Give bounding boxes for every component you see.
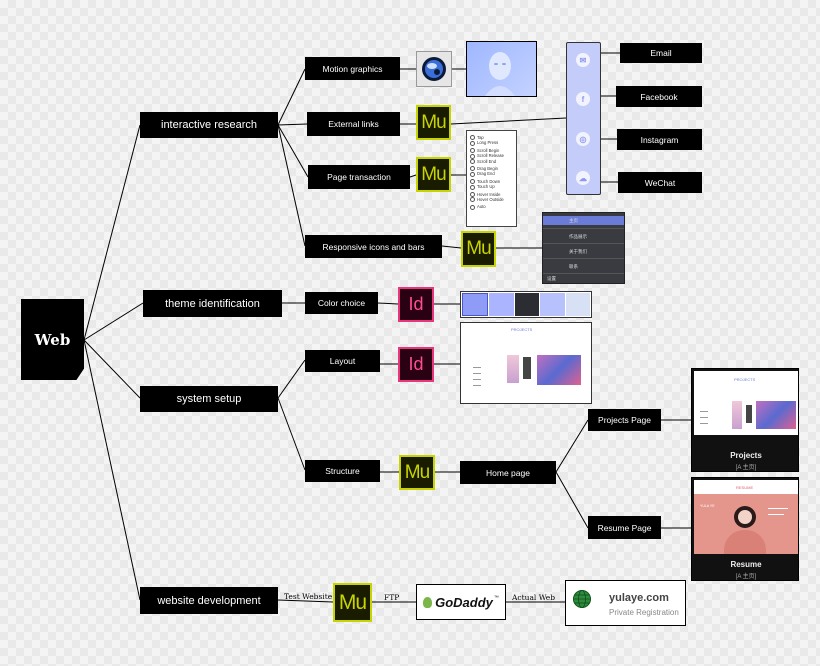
- external-links-node[interactable]: External links: [307, 112, 400, 136]
- social-icon-strip: ✉ f ◎ ☁: [566, 42, 601, 195]
- trigger-item[interactable]: Scroll Begin: [470, 148, 513, 153]
- indesign-icon: Id: [398, 287, 434, 322]
- palette-swatch: [540, 293, 565, 316]
- resume-page-preview: RESUME YULA YE Resume [A 主页]: [691, 477, 799, 581]
- palette-swatch: [565, 293, 591, 316]
- trigger-item[interactable]: Touch Down: [470, 179, 513, 184]
- projects-page-preview: PROJECTS Projects [A 主页]: [691, 368, 799, 472]
- branch-system-setup[interactable]: system setup: [140, 386, 278, 412]
- projects-preview-header: PROJECTS: [734, 377, 756, 382]
- palette-swatch: [514, 293, 540, 316]
- domain-registration: Private Registration: [609, 608, 679, 617]
- resume-preview-title: Resume: [730, 560, 762, 569]
- muse-icon: Mu: [416, 157, 451, 192]
- projects-page-node[interactable]: Projects Page: [588, 409, 661, 431]
- facebook-icon[interactable]: f: [576, 92, 590, 106]
- resume-preview-subtitle: [A 主页]: [735, 574, 757, 580]
- projects-preview-subtitle: [A 主页]: [735, 465, 757, 471]
- nav-menu-item[interactable]: 设置: [547, 276, 556, 281]
- trigger-item[interactable]: Auto: [470, 204, 513, 209]
- nav-menu-item[interactable]: 联系: [569, 264, 578, 269]
- globe-icon: [573, 590, 591, 608]
- edge-root-setup: [83, 339, 141, 399]
- motion-graphics-node[interactable]: Motion graphics: [305, 57, 400, 80]
- resume-preview-header: RESUME: [736, 485, 754, 490]
- trigger-item[interactable]: Drag End: [470, 171, 513, 176]
- resume-preview-name: YULA YE: [700, 504, 715, 508]
- trigger-item[interactable]: Long Press: [470, 140, 513, 145]
- wechat-icon[interactable]: ☁: [576, 171, 590, 185]
- actual-web-label: Actual Web: [512, 593, 556, 602]
- palette-swatch: [462, 293, 489, 316]
- nav-menu-preview: 主页 作品展示 关于我们 联系 设置: [542, 212, 625, 284]
- projects-preview-title: Projects: [730, 451, 762, 460]
- muse-icon: Mu: [416, 105, 451, 140]
- test-website-label: Test Website: [284, 592, 333, 601]
- trigger-list-panel: Tap Long Press Scroll Begin Scroll Relea…: [466, 130, 517, 227]
- layout-preview: PROJECTS: [460, 322, 592, 404]
- indesign-icon: Id: [398, 347, 434, 382]
- email-node[interactable]: Email: [620, 43, 702, 63]
- resume-page-node[interactable]: Resume Page: [588, 516, 661, 539]
- muse-icon: Mu: [399, 455, 435, 490]
- muse-icon: Mu: [461, 231, 496, 267]
- godaddy-guy-icon: [423, 596, 433, 608]
- layout-preview-header: PROJECTS: [511, 327, 533, 332]
- godaddy-wordmark: GoDaddy: [435, 594, 493, 610]
- edge-research-responsive: [277, 124, 306, 247]
- edge-research-motion: [277, 68, 306, 126]
- edge-research-external: [277, 123, 308, 126]
- domain-card[interactable]: yulaye.com Private Registration: [565, 580, 686, 626]
- edge-root-dev: [83, 339, 141, 601]
- motion-preview-image: [466, 41, 537, 97]
- trigger-item[interactable]: Hover Inside: [470, 192, 513, 197]
- color-palette: [460, 291, 592, 318]
- facebook-node[interactable]: Facebook: [616, 86, 702, 107]
- nav-menu-item[interactable]: 作品展示: [569, 234, 587, 239]
- trigger-item[interactable]: Drag Begin: [470, 166, 513, 171]
- trigger-item[interactable]: Scroll Release: [470, 153, 513, 158]
- branch-theme-identification[interactable]: theme identification: [143, 290, 282, 317]
- branch-website-development[interactable]: website development: [140, 587, 278, 614]
- responsive-icons-node[interactable]: Responsive icons and bars: [305, 235, 442, 258]
- trigger-item[interactable]: Touch Up: [470, 184, 513, 189]
- godaddy-logo[interactable]: GoDaddy ™: [416, 584, 506, 620]
- trigger-item[interactable]: Tap: [470, 135, 513, 140]
- nav-menu-item[interactable]: 主页: [569, 218, 578, 223]
- branch-interactive-research[interactable]: interactive research: [140, 112, 278, 138]
- structure-node[interactable]: Structure: [305, 460, 380, 482]
- email-icon[interactable]: ✉: [576, 53, 590, 67]
- trigger-item[interactable]: Scroll End: [470, 159, 513, 164]
- home-page-node[interactable]: Home page: [460, 461, 556, 484]
- cinema4d-icon: [416, 51, 452, 87]
- instagram-node[interactable]: Instagram: [617, 129, 702, 150]
- edge-root-research: [83, 124, 141, 341]
- edge-research-page: [277, 124, 309, 178]
- root-node[interactable]: Web: [21, 299, 84, 380]
- nav-menu-item[interactable]: 关于我们: [569, 249, 587, 254]
- ftp-label: FTP: [384, 593, 400, 602]
- trigger-item[interactable]: Hover Outside: [470, 197, 513, 202]
- muse-icon: Mu: [333, 583, 372, 622]
- page-transaction-node[interactable]: Page transaction: [308, 165, 410, 189]
- wechat-node[interactable]: WeChat: [618, 172, 702, 193]
- color-choice-node[interactable]: Color choice: [305, 292, 378, 314]
- edge-root-theme: [83, 302, 144, 341]
- layout-node[interactable]: Layout: [305, 350, 380, 372]
- domain-name: yulaye.com: [609, 592, 669, 604]
- palette-swatch: [489, 293, 514, 316]
- instagram-icon[interactable]: ◎: [576, 132, 590, 146]
